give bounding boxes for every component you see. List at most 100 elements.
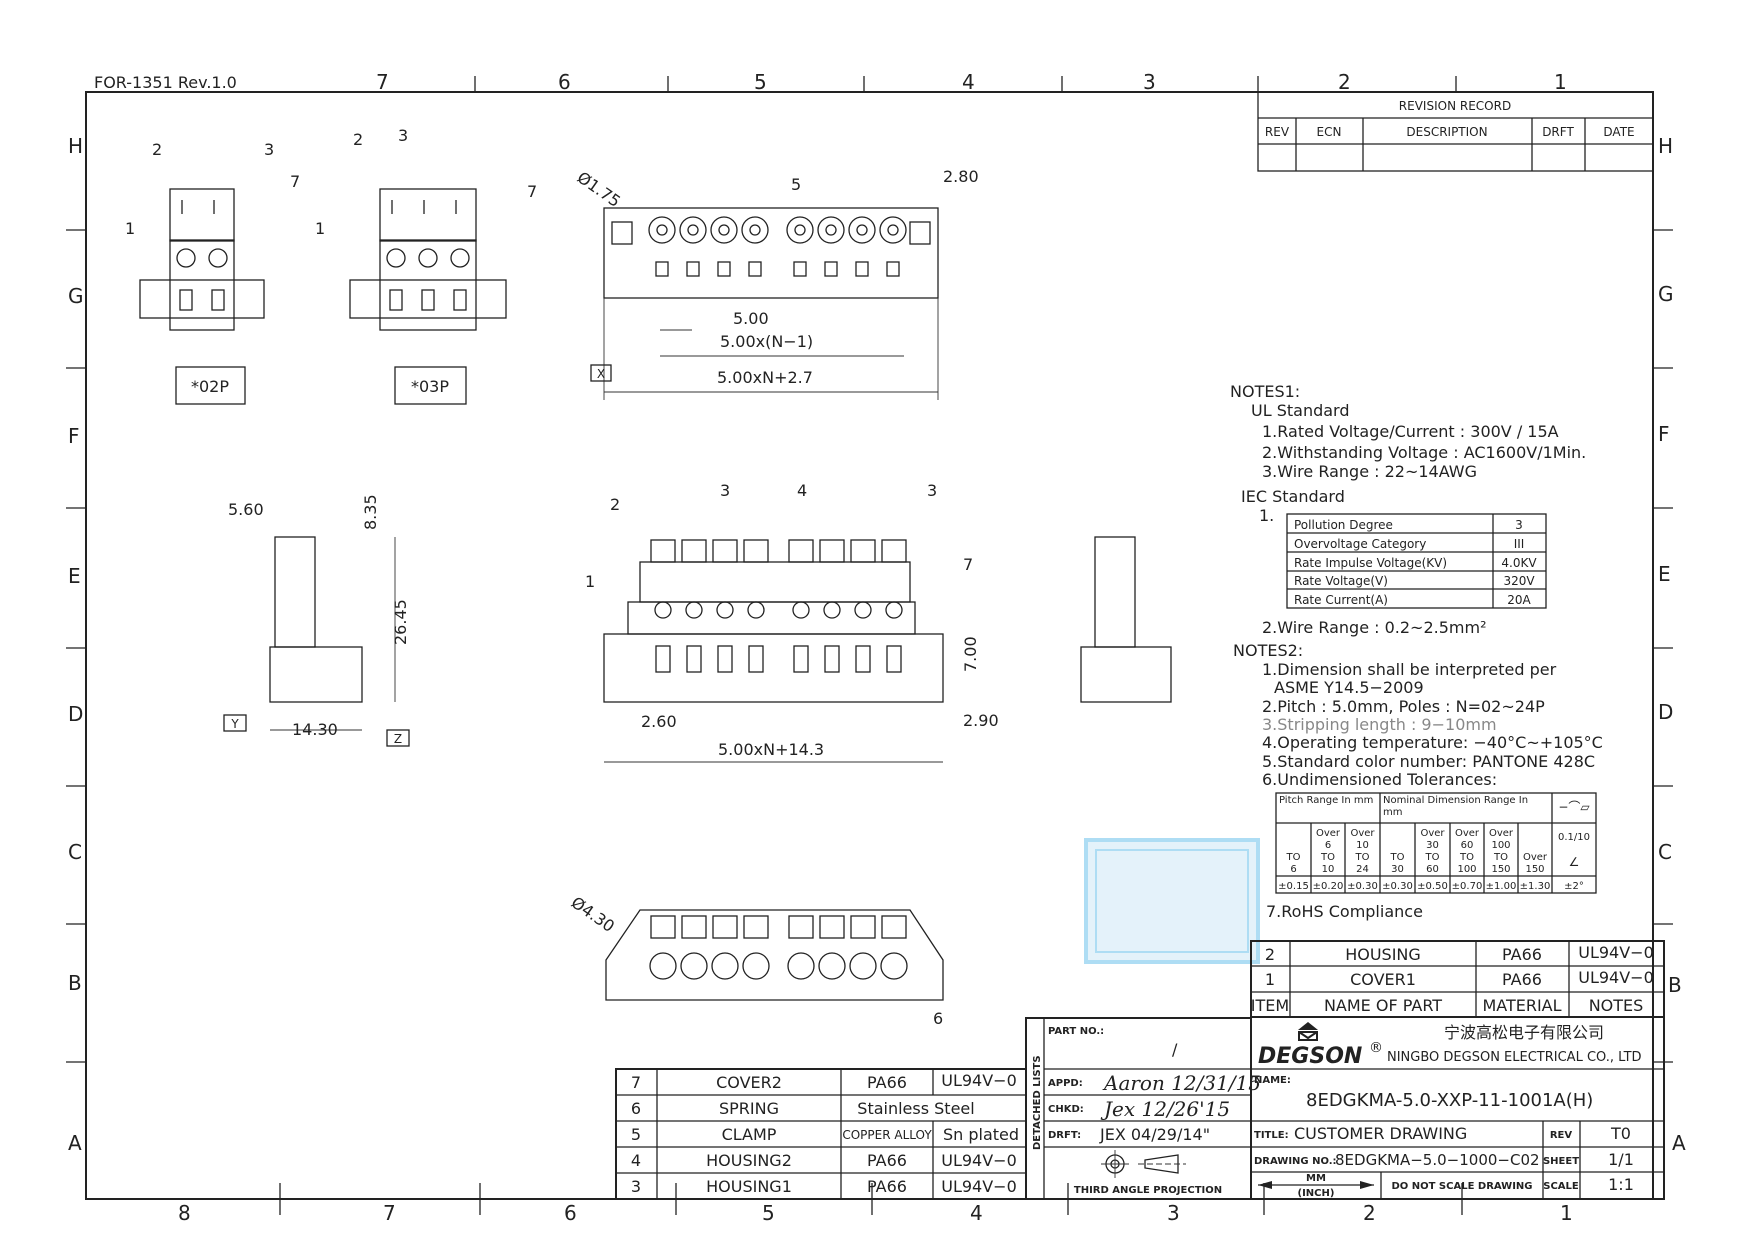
title-block: DEGSON ® 宁波高松电子有限公司 NINGBO DEGSON ELECTR…: [1250, 1016, 1665, 1200]
iec-value: 3: [1515, 518, 1523, 532]
pole-circle: [880, 952, 908, 980]
tol-range: 100: [1491, 840, 1510, 851]
zone-label: 3: [1167, 1201, 1180, 1225]
note-item: 2.Withstanding Voltage : AC1600V/1Min.: [1262, 443, 1586, 462]
zone-label: E: [1658, 562, 1671, 586]
chkd-signature: Jex 12/26'15: [1100, 1097, 1230, 1121]
pole-hole: [794, 224, 806, 236]
note-rohs: 7.RoHS Compliance: [1266, 902, 1423, 921]
part-item: 2: [1265, 945, 1275, 964]
pole-circle: [786, 216, 814, 244]
note-item: ASME Y14.5−2009: [1274, 678, 1424, 697]
pole-slot: [686, 261, 700, 277]
title-label: TITLE:: [1254, 1130, 1289, 1141]
column-header: REV: [1265, 125, 1290, 139]
part-material: PA66: [867, 1073, 907, 1092]
tol-border: [1275, 792, 1597, 894]
pole-circle: [747, 601, 765, 619]
company-name-cn: 宁波高松电子有限公司: [1444, 1023, 1604, 1042]
iec-param: Rate Voltage(V): [1294, 574, 1388, 588]
tol-value: ±0.50: [1417, 881, 1448, 892]
rev-value: T0: [1610, 1124, 1631, 1143]
pole-slot: [855, 645, 871, 673]
tol-range: Over: [1523, 852, 1548, 863]
column-header: ECN: [1317, 125, 1342, 139]
name-label: NAME:: [1254, 1075, 1291, 1086]
balloon: 3: [720, 481, 730, 500]
tol-range: 6: [1325, 840, 1331, 851]
drawing-name: 8EDGKMA-5.0-XXP-11-1001A(H): [1306, 1090, 1593, 1111]
balloon: 3: [927, 481, 937, 500]
iec-value: III: [1514, 537, 1525, 551]
tol-value: ±0.20: [1313, 881, 1344, 892]
connector-views: [139, 188, 1172, 1001]
pole-slot: [824, 645, 840, 673]
pole-top: [712, 539, 738, 563]
dim-8-35: 8.35: [361, 494, 380, 530]
pole-circle: [711, 952, 739, 980]
balloon: 6: [933, 1009, 943, 1028]
tol-range: 30: [1391, 864, 1404, 875]
tol-angle-symbol: ∠: [1569, 855, 1580, 869]
drft-label: DRFT:: [1048, 1130, 1081, 1141]
iec-heading: IEC Standard: [1241, 487, 1345, 506]
units-mm: MM: [1306, 1173, 1326, 1184]
zone-label: 2: [1338, 70, 1351, 94]
part-item: 6: [631, 1099, 641, 1118]
tol-range: Over: [1350, 828, 1375, 839]
iec-param: Overvoltage Category: [1294, 537, 1426, 551]
form-id: FOR-1351 Rev.1.0: [94, 73, 237, 92]
pole-slot: [748, 261, 762, 277]
document-control-stamp: [1084, 838, 1260, 964]
balloon: 2: [353, 130, 363, 149]
iec-value: 320V: [1503, 574, 1535, 588]
iec-table: Pollution Degree 3 Overvoltage Category …: [1286, 513, 1547, 609]
top-zone-labels: 7 6 5 4 3 2 1: [376, 70, 1567, 94]
part-notes: UL94V−0: [941, 1071, 1017, 1090]
zone-label: 4: [962, 70, 975, 94]
tol-angle-value: ±2°: [1564, 881, 1584, 892]
part-notes: UL94V−0: [941, 1177, 1017, 1196]
pole-slot: [717, 645, 733, 673]
pole-hole: [656, 224, 668, 236]
pole-top: [881, 539, 907, 563]
pole-hole: [825, 224, 837, 236]
tol-range: TO: [1286, 852, 1301, 863]
column-header: DESCRIPTION: [1406, 125, 1487, 139]
note-item: 1.Rated Voltage/Current : 300V / 15A: [1262, 422, 1559, 441]
balloon: 4: [797, 481, 807, 500]
pole-circle: [716, 601, 734, 619]
clamp-window: [179, 289, 193, 311]
part-no: /: [1172, 1040, 1178, 1059]
top-view-outline: [603, 207, 939, 299]
zone-label: H: [68, 134, 83, 158]
appd-label: APPD:: [1048, 1078, 1083, 1089]
pole-slot: [748, 645, 764, 673]
pole-hole: [749, 224, 761, 236]
pole-slot: [824, 261, 838, 277]
tol-range: TO: [1425, 852, 1440, 863]
pole-hole: [718, 224, 730, 236]
note-item: 1.Dimension shall be interpreted per: [1262, 660, 1557, 679]
pole-top: [881, 915, 907, 939]
part-no-label: PART NO.:: [1048, 1026, 1104, 1037]
parts-list-right: 2 HOUSING PA66 UL94V−0 1 COVER1 PA66 UL9…: [1250, 940, 1665, 1018]
zone-label: 6: [564, 1201, 577, 1225]
notes1: NOTES1: UL Standard 1.Rated Voltage/Curr…: [1230, 382, 1586, 637]
iec-value: 4.0KV: [1501, 556, 1537, 570]
rev-label: REV: [1550, 1130, 1573, 1141]
dim-overall-top: 5.00xN+2.7: [717, 368, 813, 387]
part-notes: UL94V−0: [1578, 968, 1654, 987]
dim-14-30: 14.30: [292, 720, 338, 739]
do-not-scale: DO NOT SCALE DRAWING: [1391, 1181, 1532, 1192]
zone-label: 6: [558, 70, 571, 94]
scale-value: 1:1: [1608, 1175, 1634, 1194]
wire-entry: [176, 248, 196, 268]
zone-label: F: [1658, 422, 1670, 446]
tol-range: 60: [1461, 840, 1474, 851]
part-item: 7: [631, 1073, 641, 1092]
pole-hole: [687, 224, 699, 236]
pole-top: [712, 915, 738, 939]
tol-value: ±0.30: [1347, 881, 1378, 892]
row-zone-labels-left: H G F E D C B A: [68, 134, 84, 1155]
